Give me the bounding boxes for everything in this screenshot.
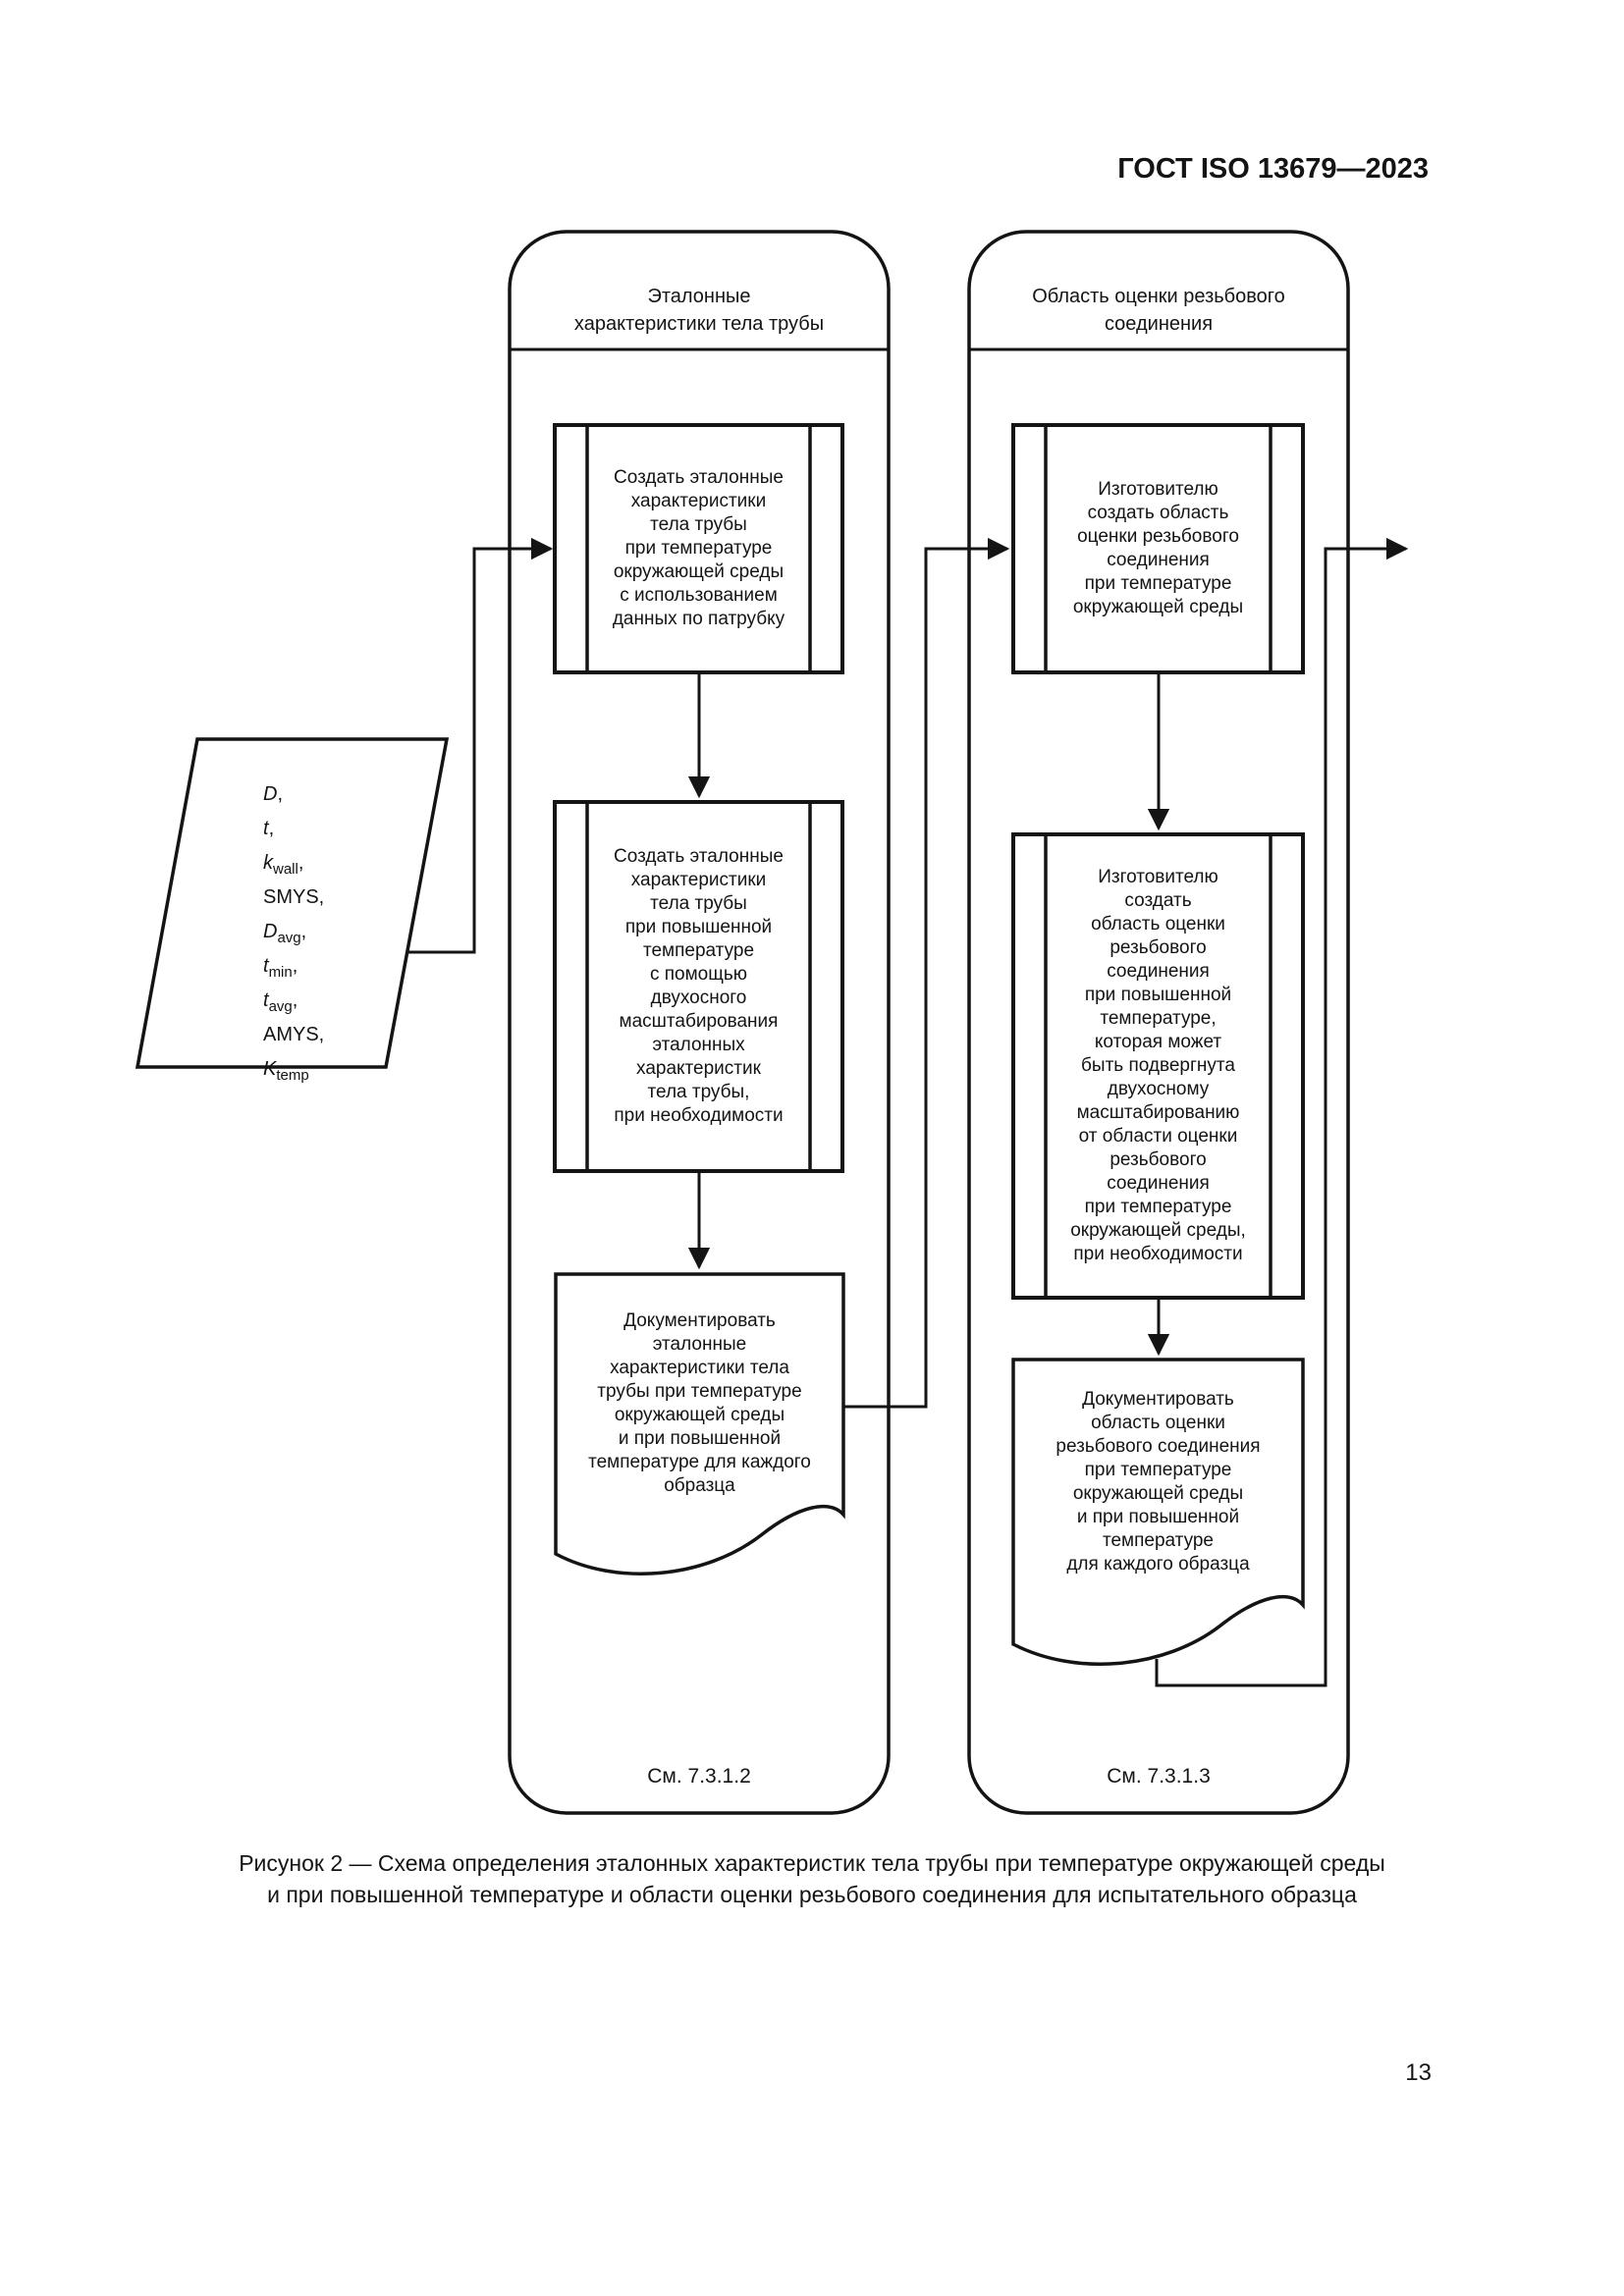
right-process-box-1-text: Изготовителю создать область оценки резь…: [1072, 479, 1244, 617]
input-data-item: tavg,: [263, 989, 298, 1015]
figure-caption-line-2: и при повышенной температуре и области о…: [267, 1882, 1357, 1907]
connector-input-to-left-box1: [408, 537, 554, 954]
left-lane-container: [508, 230, 891, 1815]
left-lane-title: Эталонные характеристики тела трубы: [573, 286, 825, 335]
document-header: ГОСТ ISO 13679—2023: [1117, 153, 1429, 185]
input-data-item: kwall,: [263, 852, 304, 878]
figure-caption-line-1: Рисунок 2 — Схема определения эталонных …: [239, 1850, 1385, 1876]
connector-right-doc-to-exit: [1155, 537, 1409, 1687]
input-data-item: tmin,: [263, 955, 298, 981]
input-data-item: Ktemp: [263, 1058, 309, 1084]
input-data-item: D,: [263, 783, 284, 805]
input-data-item: Davg,: [263, 921, 307, 946]
left-lane-reference: См. 7.3.1.2: [647, 1765, 751, 1788]
figure-caption: Рисунок 2 — Схема определения эталонных …: [0, 1847, 1624, 1910]
page-number: 13: [1405, 2059, 1432, 2086]
right-process-box-2-text: Изготовителю создать область оценки резь…: [1070, 867, 1246, 1264]
right-document-shape: [1011, 1358, 1305, 1666]
right-lane-title: Область оценки резьбового соединения: [1032, 286, 1285, 335]
input-data-item: SMYS,: [263, 886, 325, 908]
left-process-box-1-text: Создать эталонные характеристики тела тр…: [612, 467, 785, 629]
input-parallelogram: [135, 737, 450, 1069]
left-document-text: Документировать эталонные характеристики…: [588, 1310, 811, 1496]
right-lane-container: [967, 230, 1350, 1815]
left-process-box-2-text: Создать эталонные характеристики тела тр…: [614, 846, 784, 1126]
input-data-item: AMYS,: [263, 1024, 325, 1045]
right-lane-reference: См. 7.3.1.3: [1107, 1765, 1211, 1788]
left-document-shape: [554, 1272, 845, 1575]
connector-left-doc-to-right-box1: [843, 537, 1010, 1409]
input-data-item: t,: [263, 818, 275, 839]
input-data-list: D, t, kwall, SMYS, Davg, tmin, tavg, AMY…: [263, 780, 324, 1090]
right-document-text: Документировать область оценки резьбовог…: [1056, 1389, 1261, 1575]
